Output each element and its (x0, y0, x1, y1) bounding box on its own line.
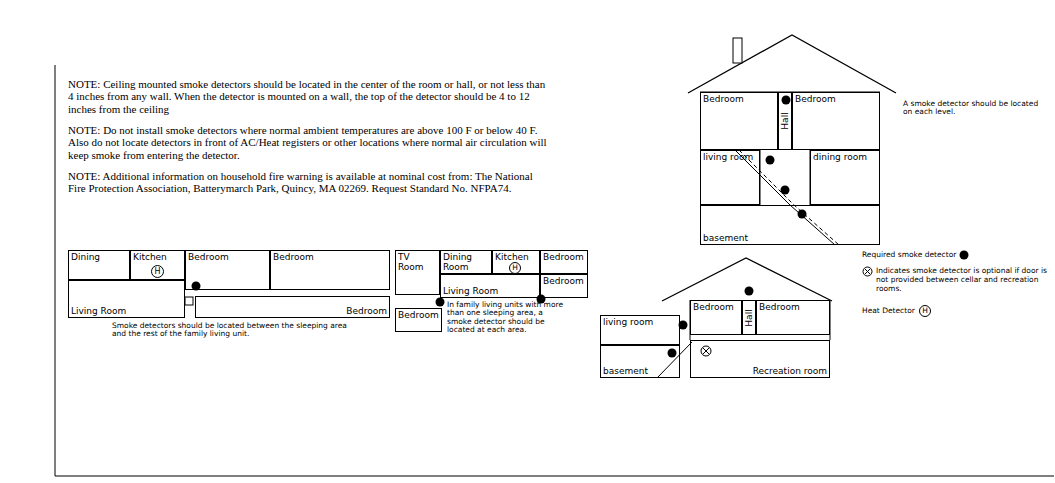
legend-entry: Indicates smoke detector is optional if … (862, 266, 1052, 293)
caption-note: In family living units with more than on… (447, 301, 565, 335)
room-name: Hall (744, 309, 754, 326)
smoke-detector-symbol (959, 250, 969, 260)
room-name: TV Room (398, 252, 437, 272)
room-box: living room (600, 315, 680, 345)
room-name: Bedroom (795, 94, 836, 104)
room-name: Bedroom (346, 306, 387, 316)
room-name: Bedroom (273, 252, 314, 262)
room-box: Living Room (440, 274, 540, 298)
room-name: Living Room (71, 306, 126, 316)
room-name: Bedroom (759, 302, 800, 312)
room-box: Bedroom (690, 300, 742, 335)
smoke-detector (781, 186, 790, 195)
room-box: living room (700, 150, 760, 205)
heat-detector-symbol: H (151, 265, 164, 278)
room-box: dining room (810, 150, 880, 205)
room-box: Hall (778, 92, 792, 150)
room-name: Bedroom (703, 94, 744, 104)
room-box: Bedroom (395, 308, 442, 332)
room-name: Kitchen (133, 252, 167, 262)
roof (688, 35, 896, 93)
note: NOTE: Additional information on househol… (68, 170, 548, 195)
chimney (733, 38, 742, 63)
room-box: Hall (742, 300, 756, 335)
stairs (735, 150, 835, 245)
smoke-detector (668, 349, 677, 358)
room-box: Recreation room (690, 340, 830, 378)
room-name: dining room (813, 152, 867, 162)
heat-detector-symbol: H (509, 262, 521, 274)
room-name: living room (703, 152, 753, 162)
room-box: Bedroom (756, 300, 830, 335)
room-name: Bedroom (398, 310, 439, 320)
legend-text: Heat Detector (862, 306, 915, 315)
note: NOTE: Do not install smoke detectors whe… (68, 124, 548, 161)
room-box: Dining (68, 250, 130, 280)
room-name: Dining (71, 252, 100, 262)
roof (662, 258, 832, 301)
optional-detector-symbol (862, 266, 873, 277)
room-name: Kitchen (495, 252, 529, 262)
room-box: basement (700, 205, 880, 245)
room-box: Living Room (68, 280, 185, 318)
smoke-detector (436, 298, 445, 307)
optional-detector-symbol (703, 348, 709, 354)
room-name: Bedroom (693, 302, 734, 312)
room-box: TV Room (395, 250, 440, 295)
room-name: Bedroom (188, 252, 229, 262)
room-box: basement (600, 345, 680, 378)
optional-detector-symbol (701, 346, 711, 356)
room-box: Bedroom (270, 250, 390, 290)
caption-note: Smoke detectors should be located betwee… (112, 322, 352, 339)
room-name: basement (703, 233, 748, 243)
stairs (657, 342, 692, 378)
note: NOTE: Ceiling mounted smoke detectors sh… (68, 78, 548, 115)
room-name: Recreation room (753, 366, 827, 376)
room-name: living room (603, 317, 653, 327)
room-box: Bedroom (540, 274, 588, 298)
room-name: Living Room (443, 286, 498, 296)
room-name: basement (603, 366, 648, 376)
wall (690, 300, 830, 340)
legend-text: Required smoke detector (862, 250, 956, 259)
legend-text: Indicates smoke detector is optional if … (876, 266, 1052, 293)
room-box: Dining Room (440, 250, 492, 274)
legend-entry: Heat Detector (862, 306, 917, 315)
legend-entry: Required smoke detector (862, 250, 1052, 260)
room-box: Bedroom (792, 92, 880, 150)
room-name: Bedroom (543, 276, 584, 286)
wall (700, 92, 880, 205)
room-box: Bedroom (700, 92, 778, 150)
heat-detector-symbol: H (919, 305, 931, 317)
room-name: Dining Room (443, 252, 489, 272)
page-frame (55, 65, 1054, 476)
room-box: Bedroom (195, 296, 390, 318)
room-box: Bedroom (185, 250, 270, 290)
smoke-detector (798, 210, 807, 219)
smoke-detector (766, 156, 775, 165)
stairs (739, 150, 839, 245)
room-box: Bedroom (540, 250, 588, 274)
room-name: Bedroom (543, 252, 584, 262)
closet (185, 297, 193, 305)
smoke-detector (782, 96, 791, 105)
annotation: A smoke detector should be located on ea… (903, 100, 1048, 117)
room-name: Hall (780, 112, 790, 129)
smoke-detector (745, 287, 754, 296)
